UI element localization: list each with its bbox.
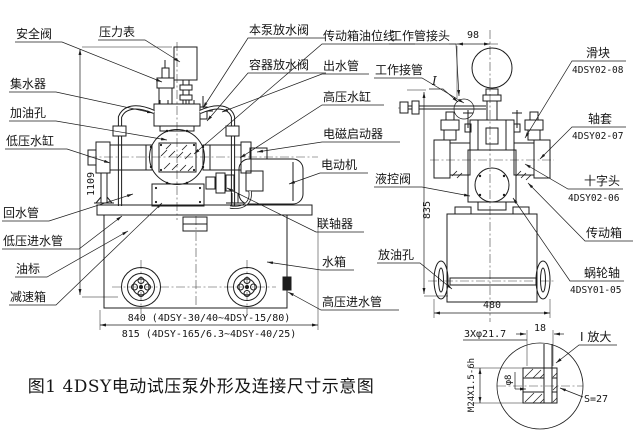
callout-shaft-sleeve-part-no: 4DSY02-07 [572, 131, 623, 142]
callout-water-collector: 集水器 [10, 76, 46, 91]
dim-detail-bore: φ8 [504, 375, 514, 386]
callout-oil-drain-hole: 放油孔 [378, 247, 414, 262]
callout-working-pipe-joint: 工作管接头 [390, 28, 450, 43]
dim-side-width: 480 [483, 300, 501, 311]
dim-detail-wrench: S=27 [584, 394, 608, 405]
dim-detail-holes: 3Xφ21.7 [464, 329, 506, 340]
callout-oil-gauge: 油标 [16, 262, 40, 276]
callout-solenoid-starter: 电磁启动器 [323, 126, 383, 141]
callout-worm-wheel-shaft: 蜗轮轴 [584, 265, 620, 280]
callout-high-pressure-cylinder: 高压水缸 [323, 89, 371, 104]
dim-length-840: 840 (4DSY-30/40~4DSY-15/80) [128, 313, 291, 324]
dim-overall-height: 1109 [86, 172, 97, 196]
callout-transmission-box: 传动箱 [586, 225, 622, 240]
callout-low-pressure-cylinder: 低压水缸 [6, 133, 54, 148]
callout-crosshead: 十字头 [584, 173, 620, 188]
dimension-labels: 1109 840 (4DSY-30/40~4DSY-15/80) 815 (4D… [86, 30, 611, 412]
dim-side-height: 835 [422, 201, 433, 219]
callout-crosshead-part-no: 4DSY02-06 [568, 193, 620, 204]
front-view-drawing [87, 46, 313, 309]
callout-water-tank: 水箱 [322, 254, 346, 269]
callout-worm-wheel-shaft-part-no: 4DSY01-05 [570, 285, 621, 296]
callout-leader-lines [2, 37, 633, 398]
callout-high-pressure-inlet-pipe: 高压进水管 [322, 294, 382, 309]
callout-container-drain-valve: 容器放水阀 [249, 57, 309, 72]
callout-return-pipe: 回水管 [3, 205, 39, 220]
callout-slider: 滑块 [586, 46, 610, 60]
callout-transmission-oil-level-line: 传动箱油位线 [323, 28, 395, 43]
callout-shaft-sleeve: 轴套 [588, 111, 612, 126]
callout-hydraulic-control-valve: 液控阀 [375, 171, 411, 186]
callout-outlet-pipe: 出水管 [323, 58, 359, 73]
detail-view-title: I 放大 [580, 329, 611, 344]
callout-reduction-gearbox: 减速箱 [10, 289, 46, 304]
callout-low-pressure-inlet-pipe: 低压进水管 [3, 233, 63, 248]
dim-gauge-offset: 98 [467, 30, 479, 41]
dimension-lines [78, 42, 564, 404]
callout-slider-part-no: 4DSY02-08 [572, 65, 624, 76]
detail-marker-label: I [431, 74, 437, 88]
callout-pump-drain-valve: 本泵放水阀 [249, 22, 309, 37]
callout-labels: 安全阀 压力表 集水器 加油孔 低压水缸 回水管 低压进水管 油标 减速箱 本泵… [3, 22, 624, 309]
figure-caption: 图1 4DSY电动试压泵外形及连接尺寸示意图 [28, 377, 375, 397]
callout-oil-fill-hole: 加油孔 [10, 106, 46, 120]
callout-pressure-gauge: 压力表 [99, 25, 135, 39]
callout-safety-valve: 安全阀 [16, 26, 52, 41]
callout-coupling: 联轴器 [317, 216, 353, 231]
dim-detail-thread: M24X1.5-6h [467, 358, 477, 412]
dim-detail-width: 18 [534, 323, 546, 334]
dim-length-815: 815 (4DSY-165/6.3~4DSY-40/25) [122, 329, 297, 340]
callout-electric-motor: 电动机 [321, 158, 357, 172]
side-view-drawing [399, 47, 551, 303]
callout-working-connection-pipe: 工作接管 [375, 62, 423, 77]
detail-view-drawing [496, 342, 584, 430]
